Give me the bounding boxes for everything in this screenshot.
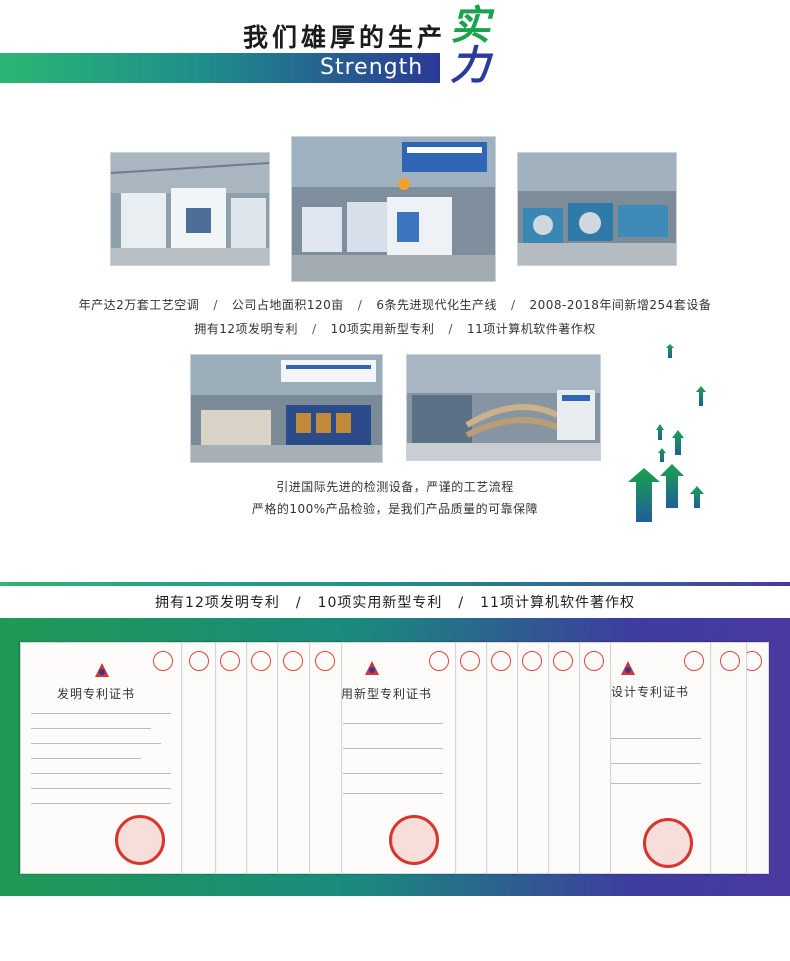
page-subtitle: Strength — [320, 55, 424, 80]
page-title: 我们雄厚的生产 — [243, 23, 447, 52]
stats-line-2: 拥有12项发明专利 / 10项实用新型专利 / 11项计算机软件著作权 — [0, 320, 790, 337]
certificate-sheet — [705, 642, 747, 874]
utility-patent-certificate: 用新型专利证书 — [336, 642, 456, 874]
factory-photo-5 — [406, 354, 601, 461]
patent-band-divider — [0, 582, 790, 586]
design-certificate-title: 设计专利证书 — [611, 685, 690, 699]
title-char-shi: 实 — [450, 3, 490, 49]
factory-photo-3 — [517, 152, 677, 266]
band-separator: / — [458, 595, 465, 611]
stat-software-copyrights: 11项计算机软件著作权 — [466, 322, 596, 336]
factory-photo-1 — [110, 152, 270, 266]
stat-separator: / — [357, 298, 363, 312]
stat-separator: / — [213, 298, 218, 312]
factory-photo-4 — [190, 354, 383, 463]
invention-certificate-title: 发明专利证书 — [57, 687, 136, 701]
band-separator: / — [295, 595, 302, 611]
header-gradient-band — [0, 53, 440, 83]
quality-description-2: 严格的100%产品检验，是我们产品质量的可靠保障 — [251, 502, 539, 516]
stat-invention-patents: 拥有12项发明专利 — [194, 322, 299, 336]
utility-certificate-title: 用新型专利证书 — [341, 687, 433, 701]
factory-photo-2 — [291, 136, 496, 282]
stat-separator: / — [312, 322, 317, 336]
stat-separator: / — [448, 322, 453, 336]
quality-description-1: 引进国际先进的检测设备，严谨的工艺流程 — [276, 480, 514, 494]
stat-utility-patents: 10项实用新型专利 — [330, 322, 435, 336]
band-invention-patents: 拥有12项发明专利 — [155, 595, 280, 611]
rising-arrows-graphic — [628, 344, 706, 522]
stats-line-1: 年产达2万套工艺空调 / 公司占地面积120亩 / 6条先进现代化生产线 / 2008-20… — [0, 296, 790, 313]
certificate-sheet — [176, 642, 216, 874]
band-utility-patents: 10项实用新型专利 — [317, 595, 443, 611]
invention-patent-certificate: 发明专利证书 — [20, 642, 182, 874]
title-char-li: 力 — [450, 43, 490, 89]
stat-output: 年产达2万套工艺空调 — [78, 298, 200, 312]
stat-lines: 6条先进现代化生产线 — [376, 298, 497, 312]
patent-band-text: 拥有12项发明专利 / 10项实用新型专利 / 11项计算机软件著作权 — [0, 592, 790, 612]
band-software-copyrights: 11项计算机软件著作权 — [480, 595, 635, 611]
design-patent-certificate: 设计专利证书 — [604, 642, 711, 874]
stat-separator: / — [510, 298, 516, 312]
stat-area: 公司占地面积120亩 — [231, 298, 344, 312]
stat-equipment: 2008-2018年间新增254套设备 — [529, 298, 712, 312]
